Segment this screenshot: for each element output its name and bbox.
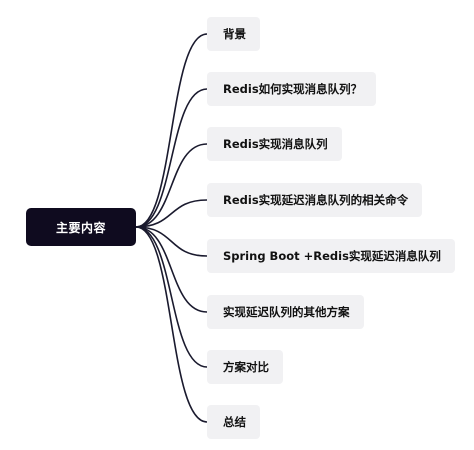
branch-node-summary[interactable]: 总结 (207, 405, 260, 439)
branch-node-label: Redis实现消息队列 (223, 137, 328, 151)
connector-line-3 (135, 199, 208, 228)
branch-node-label: 实现延迟队列的其他方案 (223, 305, 350, 319)
branch-node-background[interactable]: 背景 (207, 17, 260, 51)
connector-line-0 (135, 33, 208, 228)
root-node-label: 主要内容 (55, 220, 106, 235)
branch-node-springboot-redis[interactable]: Spring Boot +Redis实现延迟消息队列 (207, 239, 455, 273)
branch-node-label: Spring Boot +Redis实现延迟消息队列 (223, 249, 441, 263)
branch-node-redis-how-mq[interactable]: Redis如何实现消息队列？ (207, 72, 377, 106)
branch-node-other-solutions[interactable]: 实现延迟队列的其他方案 (207, 295, 364, 329)
connector-line-1 (135, 88, 208, 228)
branch-node-redis-mq[interactable]: Redis实现消息队列 (207, 127, 342, 161)
connector-line-2 (135, 143, 208, 228)
connector-line-5 (135, 226, 208, 313)
connector-line-7 (135, 226, 208, 423)
branch-node-label: Redis如何实现消息队列？ (223, 82, 363, 96)
root-node[interactable]: 主要内容 (26, 208, 136, 246)
connector-line-6 (135, 226, 208, 368)
branch-node-label: 总结 (223, 415, 246, 429)
branch-node-redis-delay-commands[interactable]: Redis实现延迟消息队列的相关命令 (207, 183, 423, 217)
branch-node-label: 背景 (223, 27, 246, 41)
branch-node-comparison[interactable]: 方案对比 (207, 350, 283, 384)
branch-node-label: Redis实现延迟消息队列的相关命令 (223, 193, 409, 207)
branch-node-label: 方案对比 (223, 360, 269, 374)
connector-line-4 (135, 226, 208, 257)
